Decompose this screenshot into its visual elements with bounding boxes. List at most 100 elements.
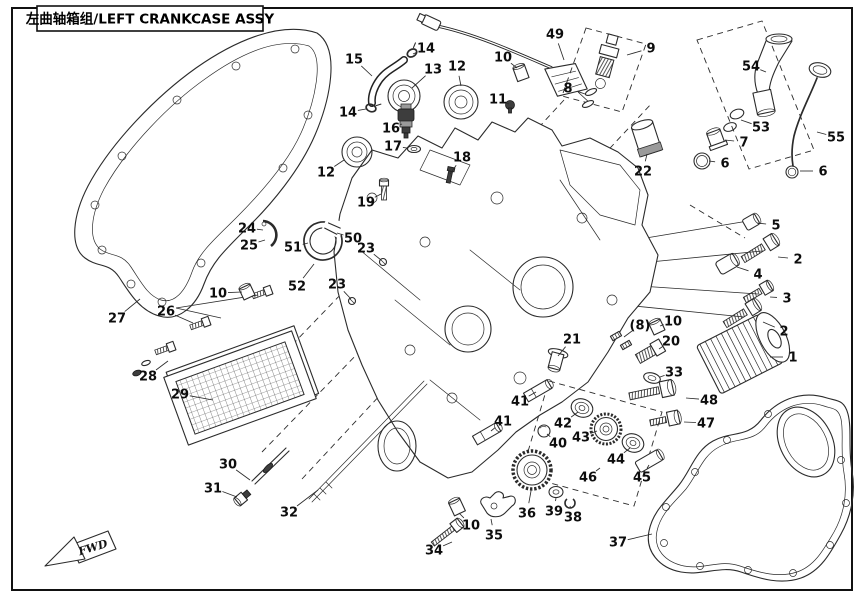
crankcase-body (333, 117, 659, 479)
callout-26: 26 (157, 305, 175, 320)
callout-10-2: 10 (209, 287, 227, 302)
callout-6-leader (708, 160, 716, 163)
callout-49: 49 (546, 28, 564, 43)
stud-30 (251, 447, 290, 485)
callout-4-leader (736, 266, 749, 272)
callout-37-leader (627, 533, 653, 541)
callout-45-leader (646, 464, 650, 469)
callout-42: 42 (554, 417, 572, 432)
callout-21: 21 (563, 333, 581, 348)
callout-10-4: 10 (462, 519, 480, 534)
callout-33: 33 (665, 366, 683, 381)
callout-41-2-leader (490, 427, 496, 432)
callout-24-leader (256, 228, 264, 231)
callout-31-leader (222, 491, 238, 498)
bearing-44 (621, 433, 645, 453)
callout-5: 5 (771, 219, 780, 234)
bolt-2-upper (740, 232, 781, 264)
callout-53: 53 (752, 121, 770, 136)
callout-54: 54 (742, 60, 760, 75)
callout-22: 22 (634, 165, 652, 180)
callout-20: 20 (662, 335, 680, 350)
screws-23 (347, 257, 388, 306)
callout-26-leader (174, 314, 194, 324)
callout-8: 8 (563, 82, 572, 97)
callout-23-2-leader (343, 291, 352, 300)
callout-24: 24 (238, 222, 256, 237)
bolt-19 (378, 177, 390, 201)
callout-27-leader (124, 298, 141, 312)
gear-43 (589, 412, 623, 446)
callout-12: 12 (448, 60, 466, 75)
callout-36: 36 (518, 507, 536, 522)
title-box: 左曲轴箱组/LEFT CRANKCASE ASSY (25, 5, 274, 32)
callout-23-leader (373, 253, 382, 261)
callout-10-3-leader (659, 324, 664, 327)
drain-plug-kit-9 (561, 27, 647, 113)
callout-14-leader (412, 51, 418, 55)
callout-29-leader (189, 395, 214, 401)
callout-30-leader (235, 469, 251, 481)
bolt-2-lower (722, 297, 763, 329)
callout-12-leader (458, 75, 462, 87)
callout-34: 34 (425, 544, 443, 559)
callout-55: 55 (827, 131, 845, 146)
callout-5-leader (756, 222, 767, 225)
callout-31: 31 (204, 482, 222, 497)
callout-2-leader (777, 256, 789, 259)
callout-10-leader (510, 62, 518, 69)
callout-21-leader (557, 346, 566, 357)
callout-10: 10 (494, 51, 512, 66)
callout-42-leader (570, 411, 579, 418)
callout-4: 4 (753, 268, 762, 283)
callout-35-leader (490, 518, 493, 526)
callout-10-2-leader (227, 291, 243, 294)
bolt-34 (430, 517, 465, 547)
callout-44: 44 (607, 453, 625, 468)
callout-47: 47 (697, 417, 715, 432)
callout-2-2-leader (762, 321, 775, 328)
callout-17: 17 (384, 140, 402, 155)
speed-sensor-49 (416, 12, 588, 97)
stud-32 (308, 380, 428, 503)
callout-10-4-leader (458, 512, 465, 519)
callout-41-2: 41 (494, 415, 512, 430)
callout-16: 16 (382, 122, 400, 137)
callout-12-2-leader (334, 159, 345, 167)
callout-15: 15 (345, 53, 363, 68)
spring-washers-8b (609, 330, 633, 351)
callout-47-leader (683, 421, 697, 423)
callout-18-leader (449, 164, 457, 175)
bearing-42 (570, 398, 594, 418)
callout-7: 7 (739, 136, 748, 151)
oil-pressure-sensor-16 (397, 103, 415, 139)
callout-38: 38 (564, 511, 582, 526)
cap-5 (742, 212, 762, 231)
plug-11 (505, 100, 515, 114)
fwd-arrow: FWD (44, 530, 117, 567)
oil-filler-group (693, 20, 832, 179)
callout-11-leader (506, 102, 510, 105)
callout-37: 37 (609, 536, 627, 551)
callout-40-leader (546, 433, 551, 438)
hose-clamp-14-left (365, 103, 382, 113)
o-rings-53 (723, 108, 745, 132)
callout-6-2: 6 (818, 165, 827, 180)
screen-bolt-26a (189, 315, 212, 331)
oil-jet-20 (634, 338, 667, 364)
callout-14-2-leader (357, 108, 367, 111)
callout-18: 18 (453, 151, 471, 166)
callout-50: 50 (344, 232, 362, 247)
bushing-10-left (238, 282, 256, 301)
callout-52-leader (302, 263, 315, 279)
callout-6: 6 (720, 157, 729, 172)
left-cover-gasket (74, 28, 332, 318)
callout-46: 46 (579, 471, 597, 486)
pawl-35 (480, 491, 516, 518)
hose-clamp-14-top (406, 42, 418, 58)
callout-41: 41 (511, 395, 529, 410)
callout-23-2: 23 (328, 278, 346, 293)
callout-40: 40 (549, 437, 567, 452)
callout-2-2: 2 (779, 325, 788, 340)
